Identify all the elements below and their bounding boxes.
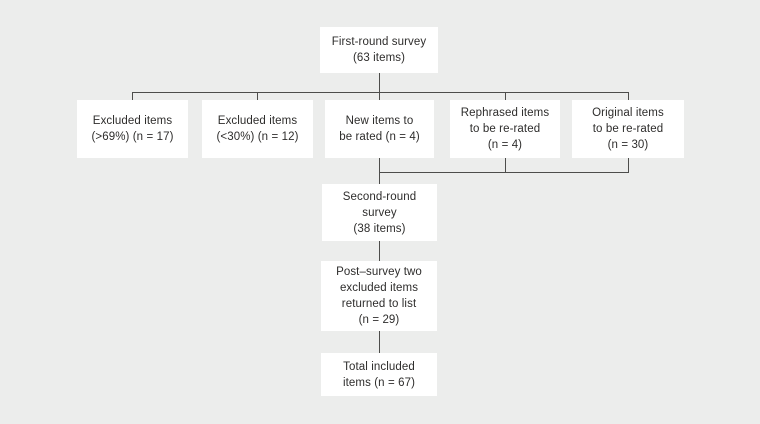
connector-rephrased-down	[505, 158, 506, 173]
node-excluded-items-gt69: Excluded items (>69%) (n = 17)	[77, 100, 188, 158]
node-total-included-items: Total included items (n = 67)	[321, 353, 437, 396]
connector-second-round-down	[379, 241, 380, 261]
node-new-items-to-be-rated: New items to be rated (n = 4)	[325, 100, 434, 158]
node-rephrased-items: Rephrased items to be re-rated (n = 4)	[450, 100, 560, 158]
connector-first-round-down	[379, 73, 380, 92]
connector-stub-new-items	[379, 92, 380, 101]
connector-branch-horizontal	[132, 92, 629, 93]
connector-new-items-down	[379, 158, 380, 184]
connector-original-down	[628, 158, 629, 173]
node-original-items: Original items to be re-rated (n = 30)	[572, 100, 684, 158]
connector-stub-excluded-high	[132, 92, 133, 101]
node-first-round-survey: First-round survey (63 items)	[320, 27, 438, 73]
node-post-survey-returned: Post–survey two excluded items returned …	[321, 261, 437, 331]
connector-stub-excluded-low	[257, 92, 258, 101]
node-excluded-items-lt30: Excluded items (<30%) (n = 12)	[202, 100, 313, 158]
connector-stub-rephrased	[505, 92, 506, 101]
node-second-round-survey: Second-round survey (38 items)	[322, 184, 437, 241]
connector-collect-horizontal	[379, 172, 629, 173]
connector-post-survey-down	[379, 331, 380, 353]
connector-stub-original	[628, 92, 629, 101]
